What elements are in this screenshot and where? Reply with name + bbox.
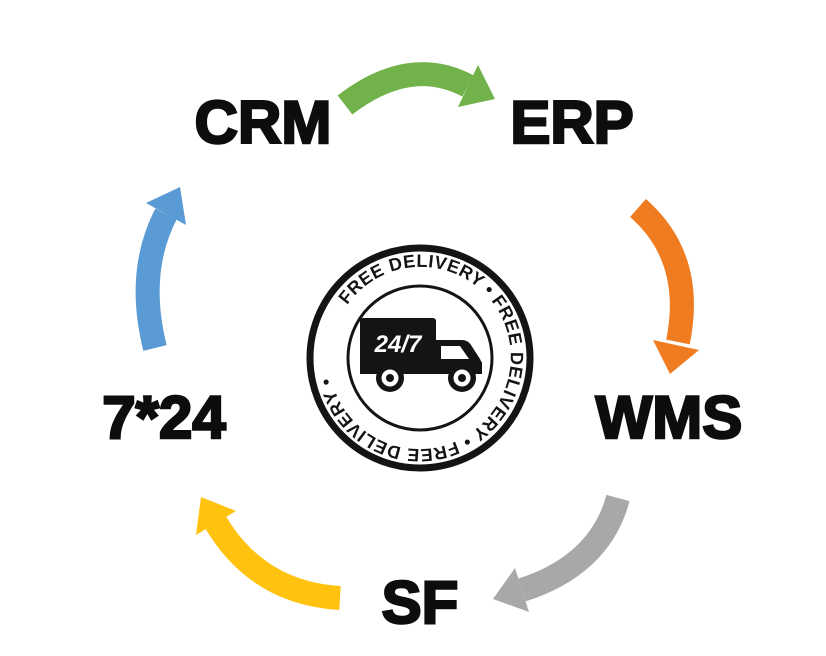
truck-front-wheel xyxy=(448,364,476,392)
arrow-sf-to-support-body xyxy=(205,516,341,610)
badge-inner-ring xyxy=(346,284,494,432)
arrow-erp-to-wms-body xyxy=(629,198,694,345)
node-label-erp: ERP xyxy=(510,89,633,156)
arrow-support-to-crm-body xyxy=(135,208,177,351)
node-label-support: 7*24 xyxy=(102,384,226,451)
arrow-erp-to-wms xyxy=(629,198,699,374)
node-label-crm: CRM xyxy=(195,89,332,156)
free-delivery-badge: FREE DELIVERY • FREE DELIVERY • FREE DEL… xyxy=(306,244,534,472)
node-label-sf: SF xyxy=(382,569,459,636)
arrow-wms-to-sf-body xyxy=(518,494,630,602)
arrow-crm-to-erp-head xyxy=(458,65,495,107)
arrow-sf-to-support xyxy=(196,497,341,610)
arrow-wms-to-sf-head xyxy=(493,568,529,612)
arrow-support-to-crm-head xyxy=(146,187,186,225)
arrow-crm-to-erp-body xyxy=(337,62,474,115)
arrow-erp-to-wms-head xyxy=(653,340,699,374)
truck-window xyxy=(441,346,469,359)
arrow-support-to-crm xyxy=(135,187,186,351)
arrow-crm-to-erp xyxy=(337,62,495,115)
truck-24-7-label: 24/7 xyxy=(374,331,423,358)
arrow-wms-to-sf xyxy=(493,494,630,612)
delivery-truck-icon: 24/7 xyxy=(360,318,482,392)
arrow-sf-to-support-head xyxy=(196,497,236,535)
truck-rear-wheel xyxy=(376,364,404,392)
node-label-wms: WMS xyxy=(596,384,743,451)
truck-cargo-box xyxy=(360,318,436,368)
